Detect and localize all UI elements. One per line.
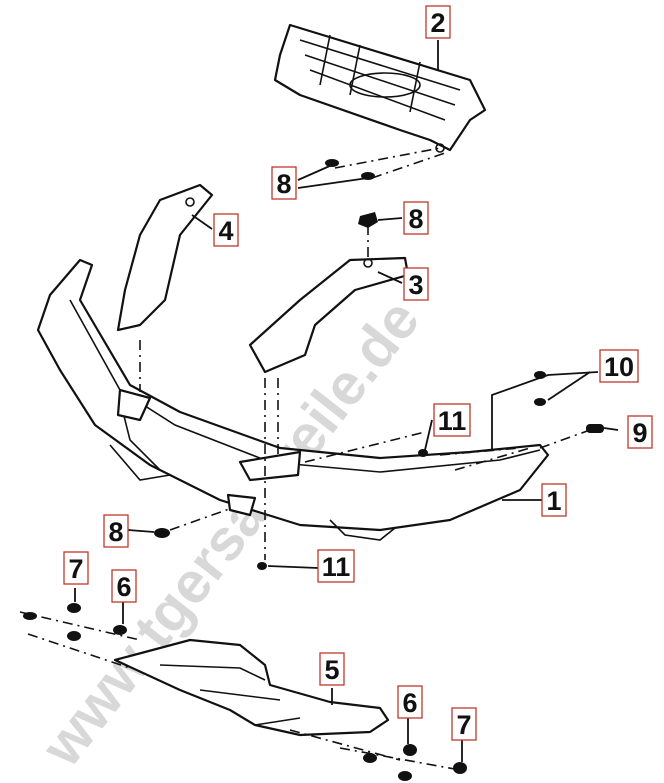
nut-6-right	[403, 744, 417, 756]
svg-text:8: 8	[108, 517, 123, 547]
bolt-7-left	[67, 603, 81, 613]
screw-left-a	[23, 612, 37, 620]
callout-7-right: 7	[451, 707, 477, 741]
part-5-splash-shield	[113, 638, 390, 737]
screw-8-low	[154, 528, 170, 538]
callout-11-mid: 11	[433, 403, 471, 437]
callout-2: 2	[425, 5, 451, 39]
callout-6-right: 6	[397, 685, 423, 719]
bolt-7-right	[453, 762, 467, 774]
part-4-hole	[185, 197, 195, 207]
svg-text:8: 8	[408, 204, 423, 234]
svg-text:4: 4	[218, 216, 233, 246]
leader-lines	[74, 40, 619, 762]
svg-text:10: 10	[604, 352, 634, 382]
svg-text:1: 1	[546, 486, 561, 516]
screw-8-mid	[358, 212, 378, 228]
part-4-left-deflector	[116, 183, 214, 332]
screw-left-b	[67, 631, 81, 641]
callout-1: 1	[541, 483, 567, 517]
part-3-hole	[363, 258, 373, 268]
screw-right-b	[398, 771, 412, 781]
callout-8-top: 8	[271, 166, 297, 200]
svg-text:6: 6	[116, 572, 131, 602]
svg-text:2: 2	[430, 8, 445, 38]
svg-text:7: 7	[456, 710, 471, 740]
screw-9	[586, 424, 604, 433]
callout-9: 9	[627, 415, 653, 449]
clip-11-b	[257, 562, 267, 570]
assembly-lines	[19, 147, 591, 771]
part-3-right-deflector	[248, 256, 410, 374]
callout-7-left: 7	[63, 551, 89, 585]
callout-6-left: 6	[111, 569, 137, 603]
part-2-bracket	[273, 23, 487, 153]
svg-text:11: 11	[322, 552, 351, 582]
svg-text:11: 11	[438, 406, 467, 436]
svg-text:7: 7	[68, 554, 83, 584]
svg-text:9: 9	[632, 418, 647, 448]
callout-10: 10	[599, 349, 639, 383]
nut-6-left	[113, 625, 127, 635]
clip-11-a	[418, 449, 428, 457]
svg-text:6: 6	[402, 688, 417, 718]
callout-4: 4	[213, 213, 239, 247]
svg-text:3: 3	[408, 270, 423, 300]
callout-3: 3	[403, 267, 429, 301]
svg-text:8: 8	[276, 169, 291, 199]
callout-8-low: 8	[103, 514, 129, 548]
callout-8-mid: 8	[403, 201, 429, 235]
callout-5: 5	[319, 652, 345, 686]
screw-8-top-a	[325, 159, 339, 167]
svg-text:5: 5	[324, 655, 339, 685]
part-1-bumper	[36, 258, 550, 541]
screw-right-a	[363, 753, 377, 763]
callout-11-low: 11	[317, 549, 355, 583]
hardware	[23, 159, 604, 781]
clip-10-b	[534, 398, 546, 406]
